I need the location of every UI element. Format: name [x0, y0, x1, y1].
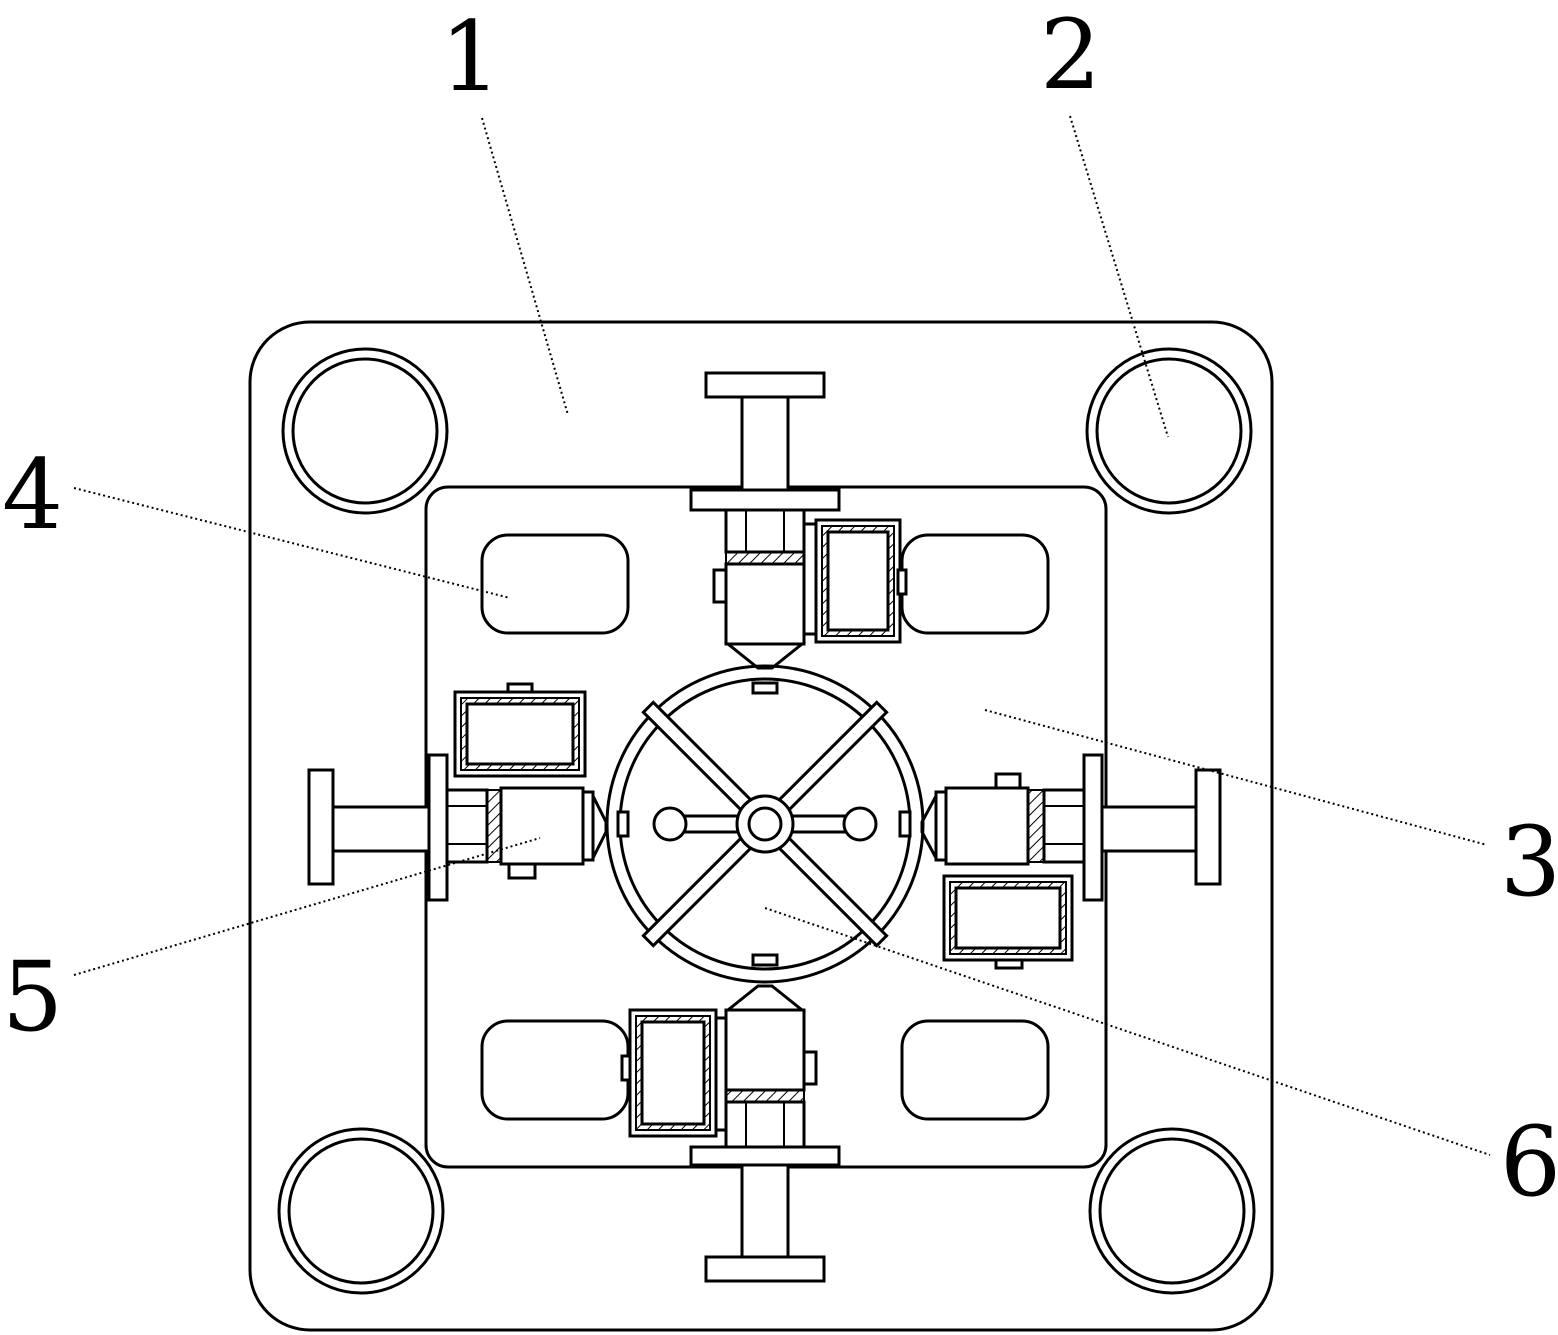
callout-1: 1 — [440, 1, 501, 113]
center-disc — [605, 664, 925, 984]
leader-6 — [764, 907, 1491, 1156]
callout-4: 4 — [2, 439, 63, 551]
center-hub — [735, 794, 795, 854]
pad-bottom-left — [480, 1019, 630, 1121]
pad-bottom-right — [900, 1019, 1050, 1121]
corner-wheels — [277, 347, 1256, 1295]
callout-labels: 1 2 3 4 5 6 — [2, 0, 1558, 1218]
clamp-unit-top — [689, 371, 908, 670]
leader-2 — [1069, 115, 1169, 438]
leader-4 — [73, 487, 511, 599]
callout-5: 5 — [2, 941, 63, 1053]
wheel-top-right — [1085, 347, 1253, 515]
leader-lines — [73, 115, 1491, 1156]
pad-top-right — [900, 533, 1050, 635]
clamp-unit-bottom — [620, 984, 841, 1283]
leader-1 — [481, 117, 569, 416]
base-plate — [248, 320, 1274, 1332]
wheel-bottom-right — [1088, 1127, 1256, 1295]
wheel-top-left — [281, 347, 449, 515]
clamp-unit-right — [920, 753, 1222, 970]
callout-3: 3 — [1500, 806, 1558, 918]
clamp-unit-left — [307, 682, 608, 902]
wheel-bottom-left — [277, 1127, 445, 1295]
leader-3 — [984, 709, 1488, 846]
callout-2: 2 — [1040, 0, 1101, 111]
pad-top-left — [480, 533, 630, 635]
leader-5 — [73, 837, 541, 976]
callout-6: 6 — [1500, 1106, 1558, 1218]
